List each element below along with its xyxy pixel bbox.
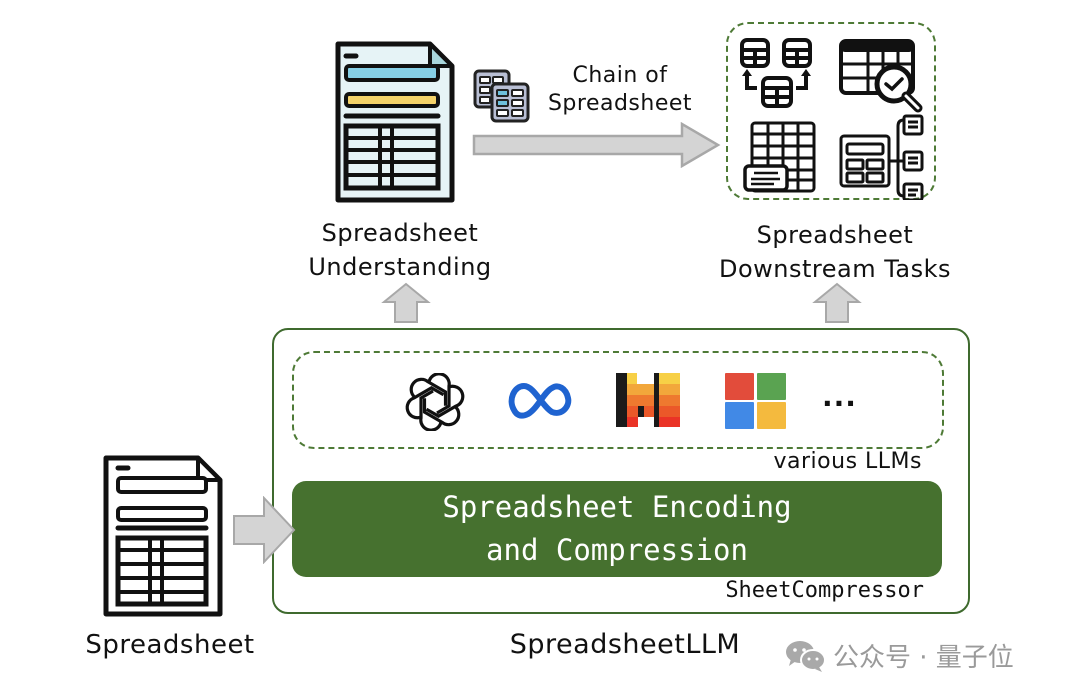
- up-arrow-downstream: [812, 282, 862, 324]
- right-arrow-encoder: [232, 496, 296, 564]
- encoding-compression-block: Spreadsheet Encoding and Compression: [292, 481, 942, 577]
- wechat-icon: [786, 640, 826, 672]
- up-arrow-understanding: [381, 282, 431, 324]
- understanding-line-1: Spreadsheet: [321, 219, 479, 247]
- table-comment-icon: [742, 120, 818, 194]
- encoder-line-2: and Compression: [486, 533, 748, 567]
- chain-line-1: Chain of: [572, 63, 668, 88]
- table-merge-icon: [738, 36, 818, 110]
- downstream-tasks-label: Spreadsheet Downstream Tasks: [690, 218, 980, 286]
- chain-of-spreadsheet-label: Chain of Spreadsheet: [530, 62, 710, 118]
- spreadsheet-color-icon: [330, 38, 460, 208]
- spreadsheet-outline-icon: [98, 452, 228, 622]
- various-llms-box: [292, 351, 944, 449]
- downstream-line-1: Spreadsheet: [756, 221, 914, 249]
- table-hierarchy-icon: [838, 114, 928, 200]
- spreadsheet-label: Spreadsheet: [85, 630, 255, 660]
- various-llms-label: various LLMs: [773, 449, 922, 474]
- downstream-line-2: Downstream Tasks: [718, 255, 952, 283]
- more-llms-ellipsis: ...: [822, 380, 857, 413]
- right-arrow-chain: [472, 122, 722, 168]
- chain-line-2: Spreadsheet: [547, 91, 693, 116]
- downstream-tasks-box: [726, 22, 936, 200]
- table-search-icon: [838, 38, 928, 116]
- spreadsheetllm-box: [272, 328, 970, 614]
- meta-logo-icon: [508, 380, 574, 420]
- encoder-line-1: Spreadsheet Encoding: [442, 490, 792, 524]
- watermark: 公众号 · 量子位: [785, 637, 1014, 674]
- spreadsheetllm-label: SpreadsheetLLM: [509, 629, 741, 660]
- sheetcompressor-label: SheetCompressor: [725, 578, 924, 603]
- spreadsheet-understanding-label: Spreadsheet Understanding: [285, 216, 515, 284]
- stacked-sheets-icon: [472, 68, 532, 124]
- mistral-logo-icon: [616, 373, 680, 427]
- openai-logo-icon: [404, 373, 466, 431]
- understanding-line-2: Understanding: [308, 253, 492, 281]
- microsoft-logo-icon: [725, 373, 787, 429]
- watermark-text: 公众号 · 量子位: [833, 643, 1014, 673]
